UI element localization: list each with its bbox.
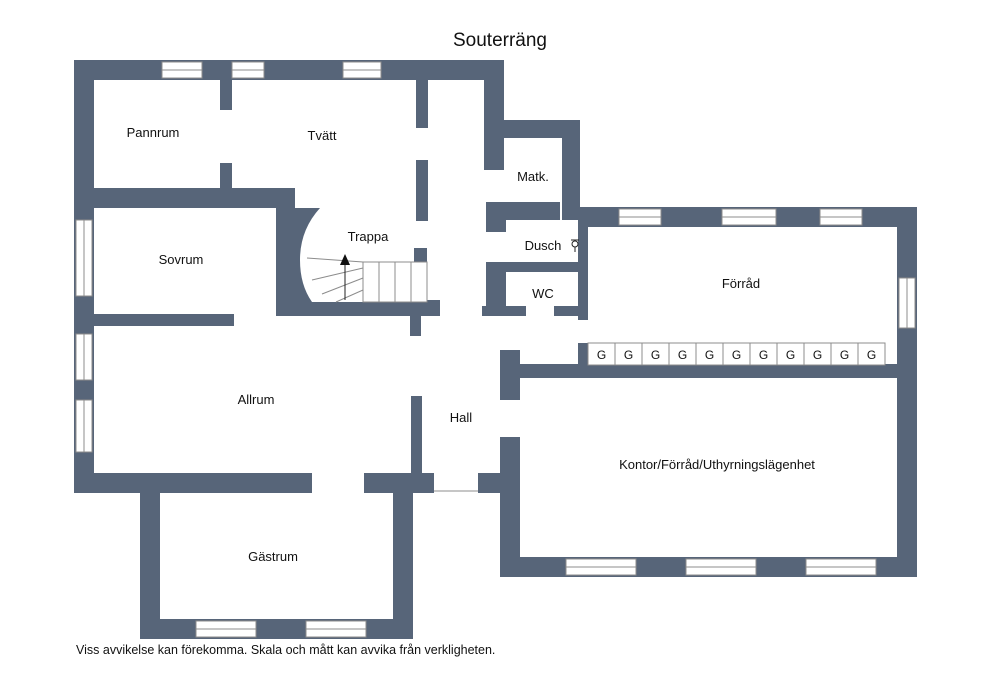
stair-winder — [306, 257, 364, 263]
staircase — [306, 257, 428, 303]
wall-tvatt-right-top — [416, 60, 428, 128]
storage-unit: G — [641, 342, 670, 366]
windows — [75, 61, 916, 638]
room-label-sovrum: Sovrum — [159, 252, 204, 267]
disclaimer-text: Viss avvikelse kan förekomma. Skala och … — [76, 643, 496, 657]
wall-matk-bottom — [504, 202, 560, 220]
storage-unit: G — [668, 342, 697, 366]
storage-unit-box — [857, 342, 886, 366]
shower-head-icon — [571, 239, 579, 252]
wall-dusch-left — [486, 202, 506, 232]
wall-wc-left — [486, 262, 506, 316]
room-label-hall: Hall — [450, 410, 473, 425]
wall-right — [897, 207, 917, 577]
room-label-gastrum: Gästrum — [248, 549, 298, 564]
wall-gastrum-right — [393, 473, 413, 639]
wall-wc-right — [578, 208, 588, 320]
storage-unit-label: G — [867, 348, 876, 362]
storage-unit: G — [587, 342, 616, 366]
storage-unit-label: G — [651, 348, 660, 362]
wall-hall-bottom-left — [364, 473, 434, 493]
arrow-up-icon — [340, 254, 350, 265]
storage-unit: G — [857, 342, 886, 366]
wall-allrum-bottom — [74, 473, 312, 493]
wall-stair-landing — [414, 248, 427, 262]
walls — [74, 60, 917, 639]
stair-winder — [311, 267, 364, 281]
wall-kontor-left-bottom — [500, 437, 520, 577]
room-label-dusch: Dusch — [525, 238, 562, 253]
room-label-kontor: Kontor/Förråd/Uthyrningslägenhet — [619, 457, 815, 472]
storage-unit: G — [749, 342, 778, 366]
wall-top — [74, 60, 504, 80]
wall-hall-divider — [411, 396, 422, 482]
wall-storage-left — [578, 343, 588, 365]
storage-unit: G — [803, 342, 832, 366]
wall-top-right-vertical — [484, 60, 504, 170]
stair-winder — [321, 277, 364, 295]
room-label-pannrum: Pannrum — [127, 125, 180, 140]
stair-winder — [335, 289, 364, 303]
storage-unit-label: G — [759, 348, 768, 362]
wall-stair-post — [410, 310, 421, 336]
storage-unit-label: G — [624, 348, 633, 362]
wall-kontor-top — [500, 364, 917, 378]
wall-pannrum-tvatt-top — [220, 60, 232, 110]
wall-gastrum-left — [140, 473, 160, 639]
wall-pannrum-bottom — [74, 188, 295, 208]
wall-matk-right — [562, 120, 580, 220]
room-label-tvatt: Tvätt — [308, 128, 337, 143]
wall-gastrum-bottom — [140, 619, 412, 639]
wall-tvatt-right-bottom — [416, 160, 428, 221]
wall-matk-top — [504, 120, 580, 138]
storage-unit: G — [722, 342, 751, 366]
storage-unit-label: G — [705, 348, 714, 362]
storage-unit: G — [830, 342, 859, 366]
wall-sovrum-bottom — [74, 314, 234, 326]
wall-wc-bottom-left — [482, 306, 526, 316]
storage-unit-label: G — [678, 348, 687, 362]
room-label-forrad: Förråd — [722, 276, 760, 291]
storage-unit-label: G — [813, 348, 822, 362]
storage-unit-label: G — [786, 348, 795, 362]
storage-unit: G — [695, 342, 724, 366]
room-label-wc: WC — [532, 286, 554, 301]
wall-pannrum-tvatt-bottom — [220, 163, 232, 198]
storage-unit-label: G — [597, 348, 606, 362]
wall-stairwell — [276, 188, 412, 316]
wall-dusch-bottom — [504, 262, 580, 272]
storage-unit-label: G — [732, 348, 741, 362]
wall-wc-bottom-right — [554, 306, 586, 316]
room-label-allrum: Allrum — [238, 392, 275, 407]
storage-unit-label: G — [840, 348, 849, 362]
room-label-matk: Matk. — [517, 169, 549, 184]
storage-unit: G — [614, 342, 643, 366]
plan-title: Souterräng — [453, 30, 547, 51]
storage-unit: G — [776, 342, 805, 366]
room-label-trappa: Trappa — [348, 229, 389, 244]
